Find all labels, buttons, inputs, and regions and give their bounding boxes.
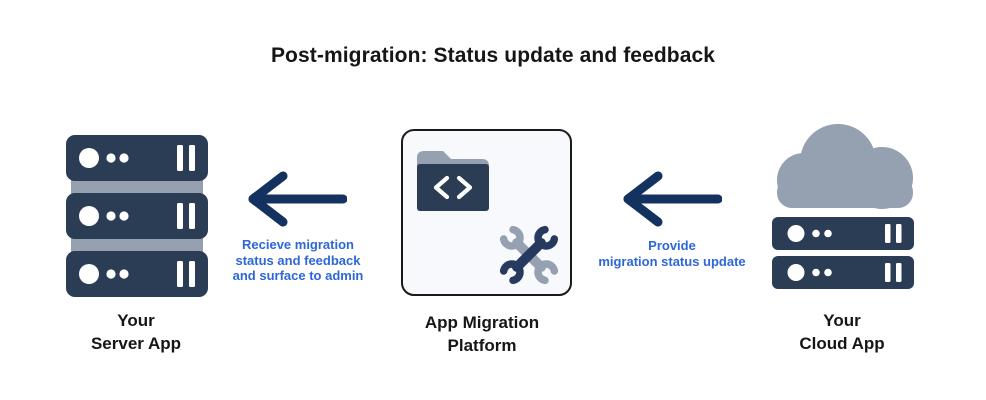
flow-label-platform-to-server: Recieve migration status and feedback an… [218,237,378,284]
node-label-server-app: Your Server App [36,309,236,355]
label-line: Your [117,311,155,330]
cloud-server-icon [772,124,914,289]
flow-label-line: Provide [648,238,696,253]
label-line: Your [823,311,861,330]
arrow-left-icon [623,171,722,227]
arrow-left-icon [248,171,347,227]
label-line: Cloud App [799,334,885,353]
label-line: App Migration [424,313,540,332]
flow-label-line: status and feedback [235,252,361,268]
label-line: Platform [447,336,517,355]
flow-label-line: migration status update [598,253,746,269]
flow-label-line: and surface to admin [232,268,364,283]
crossed-wrenches-icon [491,217,567,293]
label-line: Server App [90,334,182,353]
code-folder-icon [417,151,489,211]
diagram-title: Post-migration: Status update and feedba… [270,44,716,67]
server-rack-icon [66,135,208,297]
flow-label-cloud-to-platform: Provide migration status update [587,238,757,269]
node-label-cloud-app: Your Cloud App [742,309,942,355]
flow-label-line: Recieve migration [242,237,354,252]
platform-panel [401,129,572,296]
node-label-platform: App Migration Platform [382,311,582,357]
